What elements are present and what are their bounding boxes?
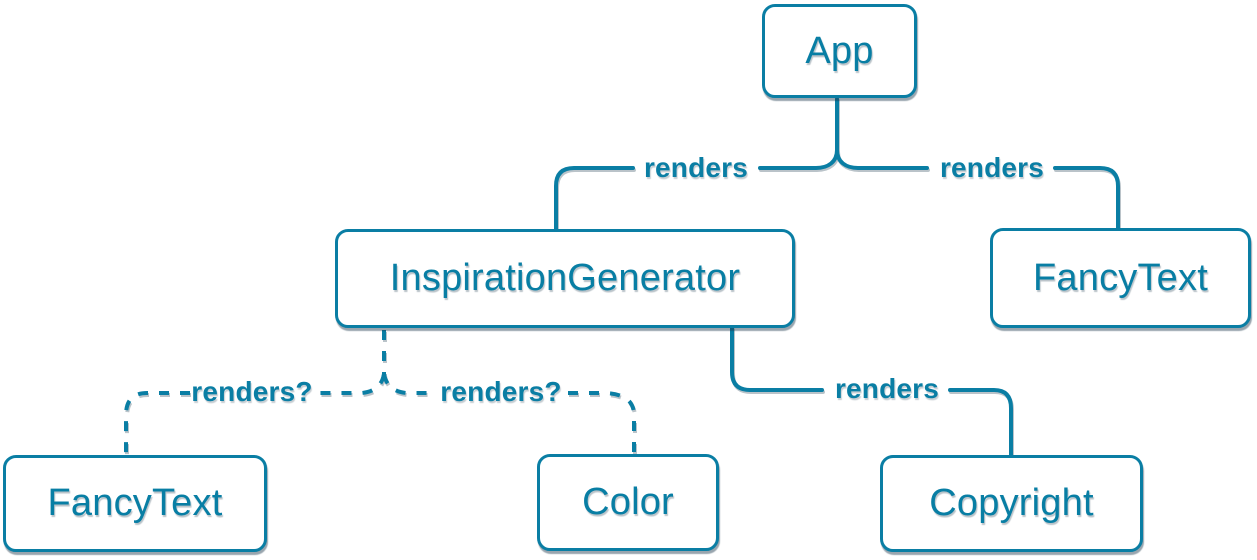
edge-app-right-flare [835, 148, 929, 170]
edge-label-renders-copyright: renders [834, 373, 940, 404]
node-app: App [762, 4, 917, 98]
node-fancytext-left-label: FancyText [47, 482, 223, 524]
node-copyright: Copyright [880, 455, 1143, 552]
edge-app-stem-left-flare [758, 97, 839, 170]
edge-app-inspirationgenerator-descent [554, 166, 635, 232]
edge-inspirationgenerator-dashed-fork [124, 330, 636, 456]
node-app-label: App [805, 29, 874, 72]
node-fancytext-left: FancyText [3, 455, 267, 552]
edge-app-fancytext-descent [1053, 166, 1120, 231]
node-copyright-label: Copyright [929, 482, 1094, 524]
node-fancytext-right: FancyText [990, 228, 1251, 328]
edge-label-renders-app-inspirationgenerator: renders [643, 152, 749, 183]
node-fancytext-right-label: FancyText [1033, 256, 1208, 299]
edge-inspirationgenerator-copyright-descent [948, 388, 1013, 458]
edge-dashed-right-run [382, 373, 434, 395]
edge-inspirationgenerator-copyright-start [730, 326, 824, 392]
edge-label-renders-conditional-fancytext: renders? [191, 376, 313, 407]
node-inspirationgenerator-label: InspirationGenerator [389, 257, 741, 299]
node-color: Color [537, 454, 719, 551]
edge-label-renders-conditional-color: renders? [440, 376, 562, 407]
edge-label-renders-app-fancytext: renders [939, 152, 1045, 183]
edge-app-fancytext [835, 148, 1120, 231]
node-color-label: Color [582, 481, 674, 523]
edge-inspirationgenerator-fancytext-descent [124, 391, 190, 456]
edge-dashed-left-run [314, 373, 386, 395]
edge-inspirationgenerator-color-descent [568, 391, 636, 455]
edge-inspirationgenerator-copyright [730, 326, 1013, 458]
node-inspirationgenerator: InspirationGenerator [335, 229, 795, 328]
